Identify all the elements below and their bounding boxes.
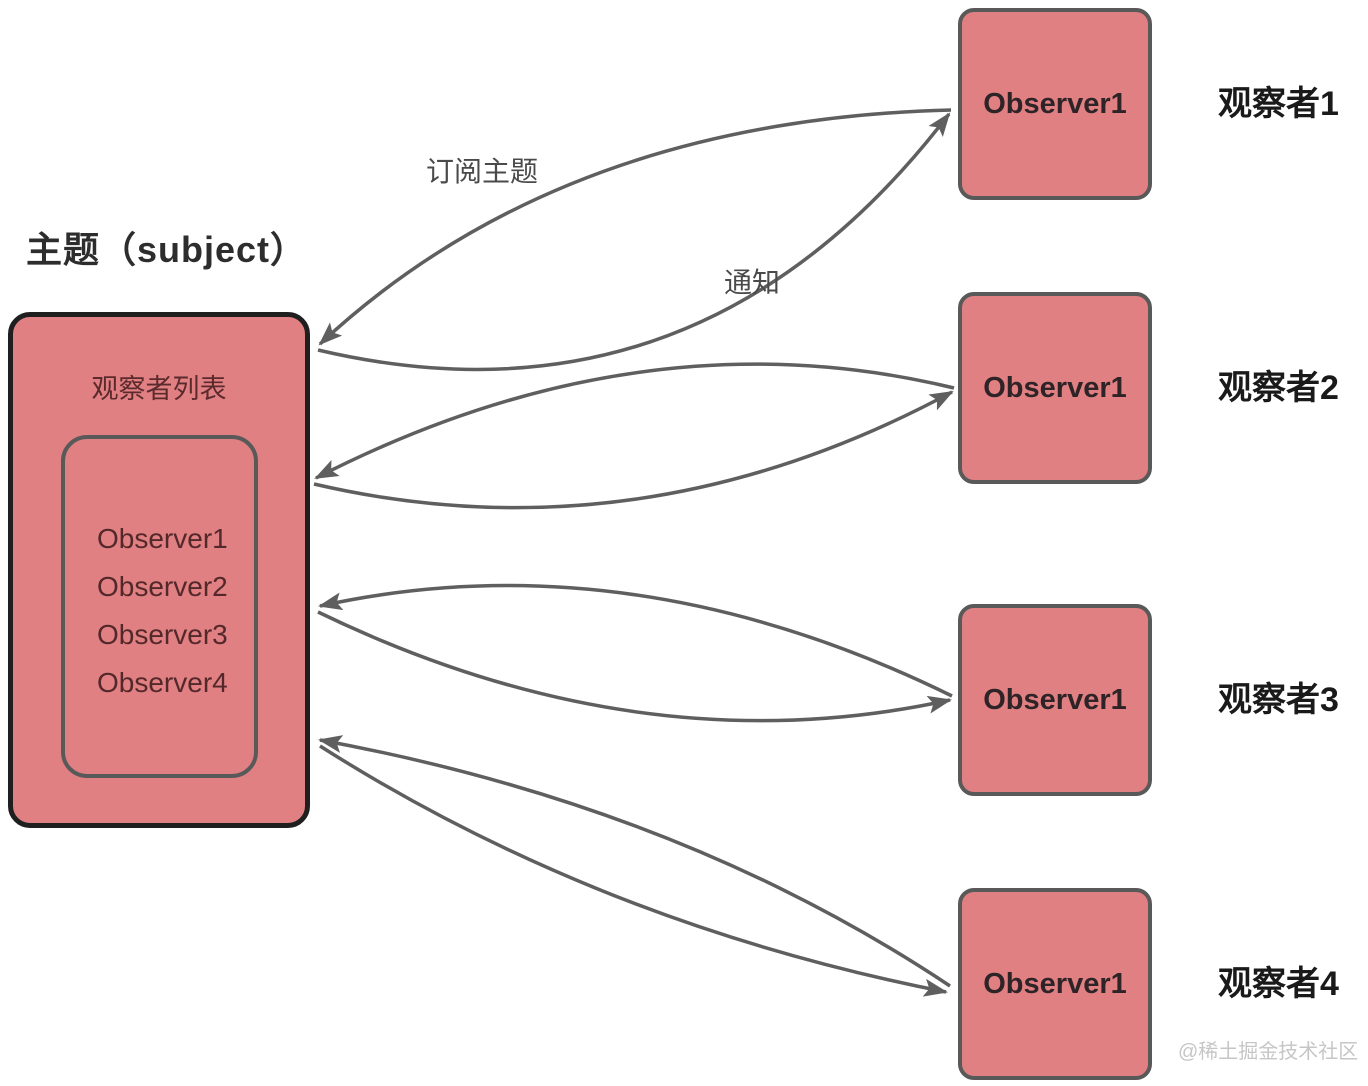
watermark: @稀土掘金技术社区 <box>1178 1041 1359 1063</box>
observer-box-3: Observer1 <box>958 604 1152 796</box>
observer-box-2: Observer1 <box>958 292 1152 484</box>
arrow-notify-1 <box>317 112 951 372</box>
observer-list-item: Observer1 <box>97 523 228 554</box>
notify-arrow-label: 通知 <box>724 267 781 298</box>
observer-list-item: Observer3 <box>97 619 228 650</box>
arrow-notify-2 <box>313 390 954 510</box>
arrow-subscribe-2 <box>314 362 955 480</box>
arrow-notify-3 <box>317 610 952 723</box>
arrow-notify-4 <box>319 744 948 997</box>
observer-box-4-label: Observer1 <box>983 967 1127 1000</box>
observer-list-box: Observer1 Observer2 Observer3 Observer4 <box>61 435 258 778</box>
subscribe-arrow-label: 订阅主题 <box>426 156 539 187</box>
arrow-subscribe-1 <box>318 108 952 346</box>
observer-box-4: Observer1 <box>958 888 1152 1080</box>
observer-list-item: Observer2 <box>97 571 228 602</box>
observer-box-1: Observer1 <box>958 8 1152 200</box>
observer-box-2-label: Observer1 <box>983 371 1127 404</box>
observer-side-label-2: 观察者2 <box>1218 369 1339 407</box>
observer-list-item: Observer4 <box>97 667 228 698</box>
arrow-subscribe-3 <box>318 583 953 698</box>
observer-list-title: 观察者列表 <box>91 374 227 404</box>
observer-box-3-label: Observer1 <box>983 683 1127 716</box>
subject-box: 观察者列表 Observer1 Observer2 Observer3 Obse… <box>8 312 310 828</box>
observer-side-label-1: 观察者1 <box>1218 85 1339 123</box>
arrow-subscribe-4 <box>318 735 951 988</box>
observer-box-1-label: Observer1 <box>983 87 1127 120</box>
observer-side-label-4: 观察者4 <box>1218 965 1339 1003</box>
subject-title: 主题（subject） <box>26 229 308 270</box>
observer-side-label-3: 观察者3 <box>1218 681 1339 719</box>
